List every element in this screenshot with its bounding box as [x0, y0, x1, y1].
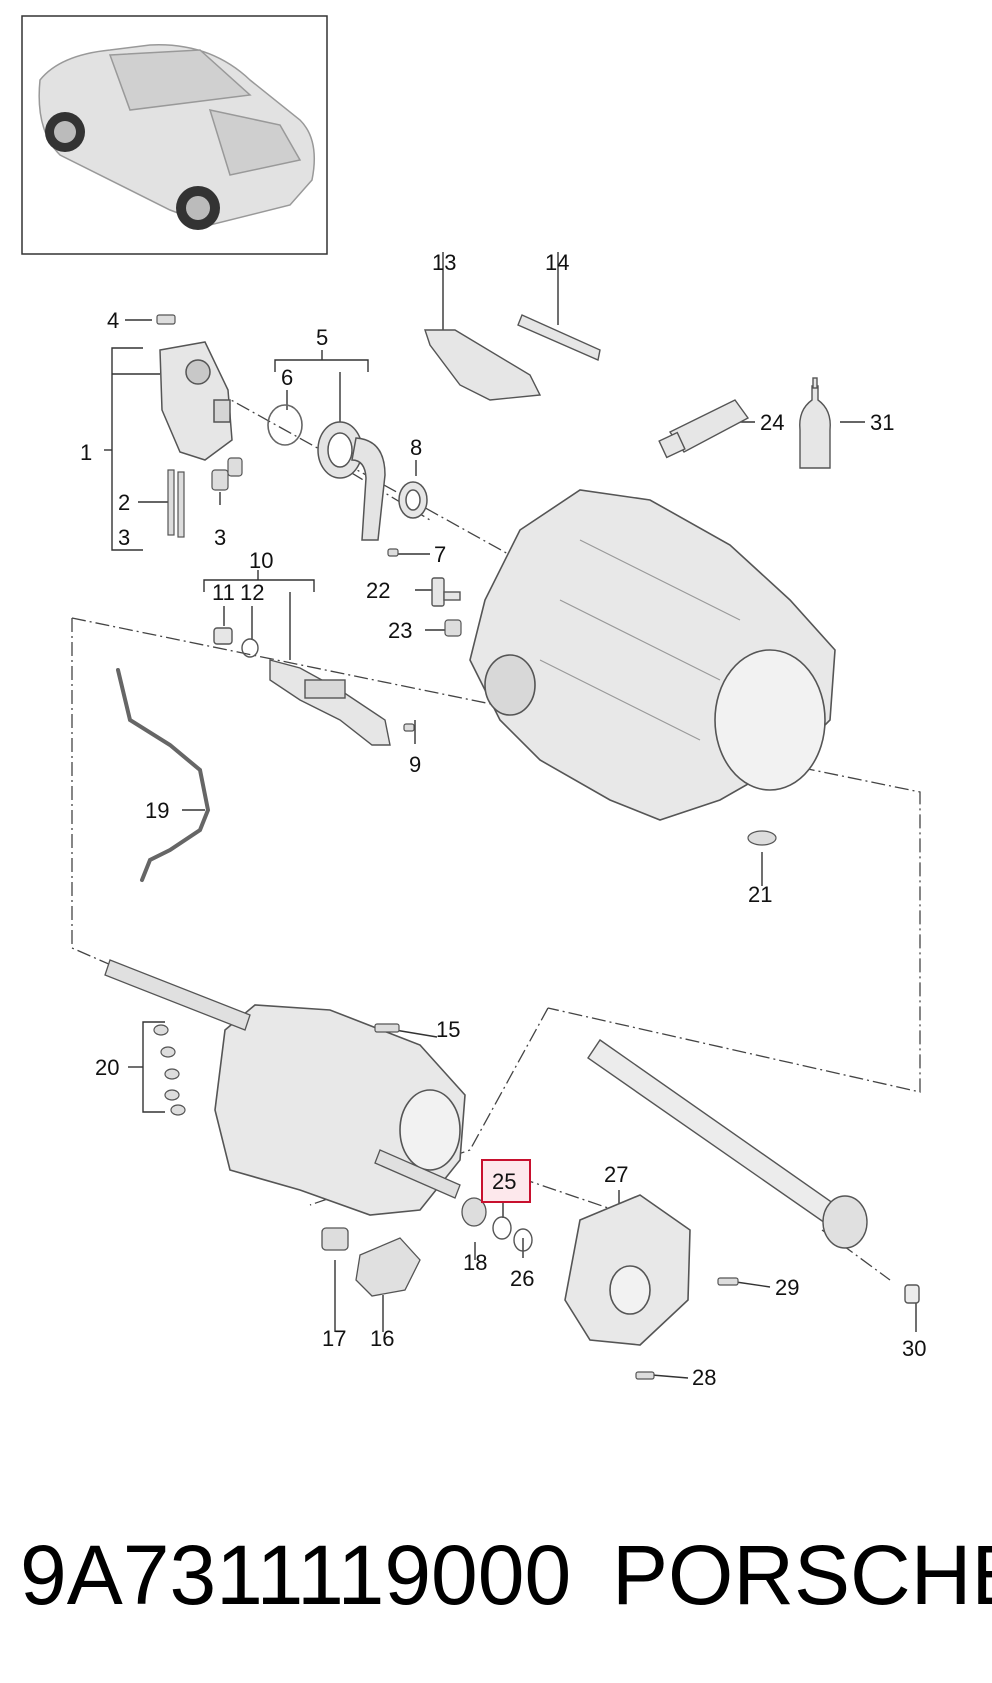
washers-20-part — [153, 1024, 186, 1116]
screw-9-part — [403, 723, 415, 732]
bolt-15-part — [374, 1023, 400, 1033]
callout-11[interactable]: 11 — [212, 580, 235, 605]
bracket-13-part — [424, 329, 542, 401]
tube-24-part — [658, 399, 750, 459]
callout-25[interactable]: 25 — [492, 1169, 516, 1194]
wheel-icon — [45, 112, 220, 230]
callout-labels: 1 2 3 3 4 5 6 7 8 9 10 11 12 13 14 15 16… — [80, 250, 926, 1390]
bolt-28-part — [635, 1371, 655, 1380]
plug-3-part — [211, 457, 243, 491]
bolt-4-part — [156, 314, 176, 325]
callout-23[interactable]: 23 — [388, 618, 412, 643]
callout-12[interactable]: 12 — [240, 580, 264, 605]
callout-30[interactable]: 30 — [902, 1336, 926, 1361]
part-number: 9A7311119000 — [20, 1528, 572, 1622]
clip-22-part — [431, 577, 461, 607]
highlight-box-25 — [481, 1159, 531, 1203]
sensor-2-part — [167, 469, 185, 538]
callout-1[interactable]: 1 — [80, 440, 92, 465]
callout-19[interactable]: 19 — [145, 798, 169, 823]
callout-3b[interactable]: 3 — [214, 525, 226, 550]
callout-27[interactable]: 27 — [604, 1162, 628, 1187]
input-shaft-part — [104, 959, 251, 1031]
callout-18[interactable]: 18 — [463, 1250, 487, 1275]
callout-17[interactable]: 17 — [322, 1326, 346, 1351]
transfer-case-27-part — [564, 1194, 691, 1346]
bearing-18-part — [461, 1197, 487, 1227]
callout-13[interactable]: 13 — [432, 250, 456, 275]
callout-22[interactable]: 22 — [366, 578, 390, 603]
pipe-5-part — [317, 421, 386, 541]
bolt-23-part — [444, 619, 462, 637]
o-ring-6-part — [267, 404, 303, 446]
output-shaft-part — [374, 1149, 461, 1199]
callout-28[interactable]: 28 — [692, 1365, 716, 1390]
brand-name: PORSCHE — [612, 1528, 992, 1622]
callout-24[interactable]: 24 — [760, 410, 784, 435]
callout-31[interactable]: 31 — [870, 410, 894, 435]
callout-10[interactable]: 10 — [249, 548, 273, 573]
screw-7-part — [387, 548, 399, 557]
seal-8-part — [398, 481, 428, 519]
caption-bar: 9A7311119000 PORSCHE — [0, 1515, 992, 1635]
callout-5[interactable]: 5 — [316, 325, 328, 350]
leader-lines — [112, 252, 917, 1379]
callout-29[interactable]: 29 — [775, 1275, 799, 1300]
strip-14-part — [517, 314, 601, 361]
callout-7[interactable]: 7 — [434, 542, 446, 567]
callout-3a[interactable]: 3 — [118, 525, 130, 550]
callout-4[interactable]: 4 — [107, 308, 119, 333]
vehicle-thumbnail — [21, 15, 328, 255]
bolt-29-part — [717, 1277, 739, 1286]
callout-9[interactable]: 9 — [409, 752, 421, 777]
callout-6[interactable]: 6 — [281, 365, 293, 390]
harness-10-part — [213, 627, 391, 746]
ring-26-part — [513, 1228, 533, 1252]
cover-16-part — [355, 1237, 421, 1297]
callout-14[interactable]: 14 — [545, 250, 569, 275]
wiring-19-part — [116, 668, 211, 882]
shaft-30-part — [587, 1039, 920, 1304]
callout-26[interactable]: 26 — [510, 1266, 534, 1291]
plug-17-part — [321, 1227, 349, 1251]
callout-21[interactable]: 21 — [748, 882, 772, 907]
callout-2[interactable]: 2 — [118, 490, 130, 515]
ring-25-part — [492, 1216, 512, 1240]
bottle-31-part — [799, 377, 831, 469]
callout-20[interactable]: 20 — [95, 1055, 119, 1080]
transmission-case-part — [469, 489, 836, 821]
front-housing-part — [159, 341, 233, 461]
bracket-lines — [104, 347, 369, 1113]
washer-21-part — [747, 830, 777, 846]
callout-16[interactable]: 16 — [370, 1326, 394, 1351]
callout-15[interactable]: 15 — [436, 1017, 460, 1042]
suv-silhouette-icon — [38, 44, 315, 226]
callout-8[interactable]: 8 — [410, 435, 422, 460]
